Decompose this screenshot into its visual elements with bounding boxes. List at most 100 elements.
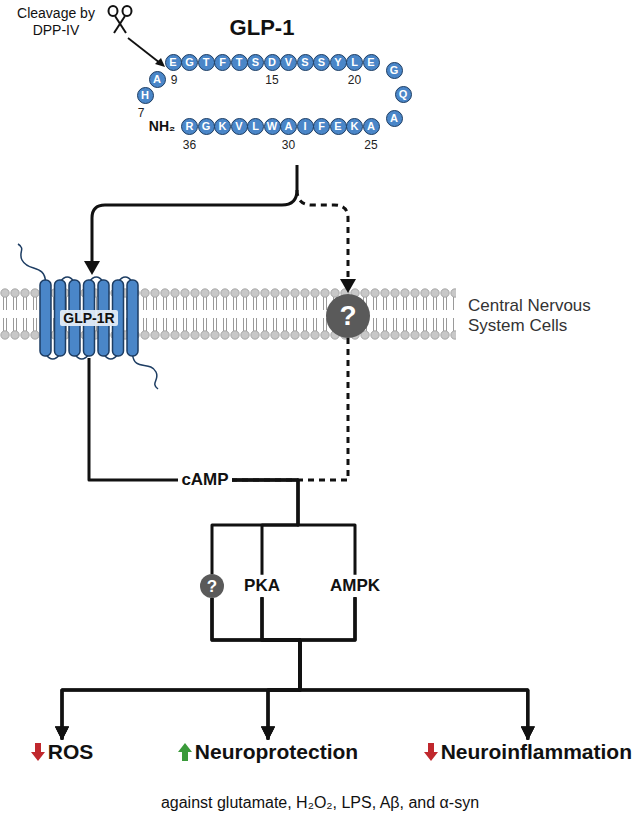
node-text: F bbox=[219, 57, 226, 68]
node-text: V bbox=[285, 57, 292, 68]
pathway-connector bbox=[89, 358, 178, 480]
pathway-connector bbox=[62, 597, 300, 739]
scissors-icon bbox=[109, 6, 132, 33]
residue-circle: S bbox=[313, 54, 330, 71]
pathway-connector bbox=[62, 598, 300, 739]
outcome: ROS bbox=[31, 739, 94, 764]
node-text: L bbox=[351, 57, 358, 68]
node-text: A bbox=[153, 74, 161, 85]
residue-number: 7 bbox=[138, 106, 145, 120]
receptor-box: GLP-1R bbox=[37, 278, 141, 358]
arrow-head bbox=[340, 279, 356, 293]
region-label: Central Nervous System Cells bbox=[468, 296, 633, 337]
cleavage-arrow bbox=[128, 38, 165, 67]
receptor-helices bbox=[40, 280, 138, 356]
node-text: A bbox=[367, 121, 375, 132]
residue-number: 36 bbox=[183, 138, 196, 152]
residue-circle: G bbox=[386, 62, 403, 79]
node-text: cAMP bbox=[181, 470, 228, 489]
node-text: T bbox=[236, 57, 243, 68]
node-text: F bbox=[318, 121, 325, 132]
pathway-connector bbox=[232, 480, 298, 575]
residue-circle: S bbox=[297, 54, 314, 71]
node-text: A bbox=[285, 121, 293, 132]
residue-number: 15 bbox=[265, 73, 278, 87]
residue-circle: F bbox=[214, 54, 231, 71]
residue-circle: H bbox=[137, 87, 154, 104]
node-text: G bbox=[390, 65, 399, 76]
pathway-connector bbox=[268, 597, 355, 739]
node-text: S bbox=[301, 57, 308, 68]
pathway-connector bbox=[232, 480, 355, 575]
node-text: ? bbox=[207, 578, 217, 595]
residue-number: 30 bbox=[282, 138, 295, 152]
kinase-label: PKA bbox=[241, 575, 283, 597]
node-text: AMPK bbox=[330, 576, 380, 595]
decrease-arrow bbox=[31, 743, 45, 761]
residue-number: 9 bbox=[171, 73, 178, 87]
node-text: Q bbox=[399, 89, 408, 100]
kinase-label: AMPK bbox=[327, 575, 383, 597]
node-text: E bbox=[367, 57, 374, 68]
pathway-connector bbox=[262, 597, 528, 739]
node-text: Neuroinflammation bbox=[441, 739, 632, 764]
residue-circle: A bbox=[363, 118, 380, 135]
node-text: GLP-1R bbox=[60, 310, 117, 326]
node-text: Neuroprotection bbox=[195, 739, 358, 764]
node-text: H bbox=[141, 90, 149, 101]
node-text: S bbox=[318, 57, 325, 68]
residue-circle: E bbox=[330, 118, 347, 135]
residue-circle: S bbox=[247, 54, 264, 71]
pathway-connector bbox=[62, 597, 355, 739]
residue-circle: Q bbox=[395, 86, 412, 103]
node-text: E bbox=[334, 121, 341, 132]
unknown-effector: ? bbox=[200, 574, 224, 598]
residue-circle: E bbox=[363, 54, 380, 71]
node-text: W bbox=[267, 121, 277, 132]
node-text: L bbox=[252, 121, 259, 132]
node-text: E bbox=[169, 57, 176, 68]
arrow-head bbox=[84, 261, 100, 275]
residue-number: 20 bbox=[348, 73, 361, 87]
terminus-label: NH₂ bbox=[149, 118, 175, 135]
node-text: G bbox=[202, 121, 211, 132]
node-text: G bbox=[185, 57, 194, 68]
residue-circle: A bbox=[386, 110, 403, 127]
peptide-name: GLP-1 bbox=[230, 15, 295, 41]
binding-arrows bbox=[92, 165, 348, 280]
pathway-connector bbox=[212, 480, 298, 574]
node-text: Y bbox=[334, 57, 341, 68]
outcome: Neuroprotection bbox=[178, 739, 358, 764]
residue-circle: V bbox=[280, 54, 297, 71]
residue-circle: E bbox=[165, 54, 182, 71]
residue-circle: R bbox=[181, 118, 198, 135]
node-text: A bbox=[390, 113, 398, 124]
residue-circle: L bbox=[247, 118, 264, 135]
caption: against glutamate, H₂O₂, LPS, Aβ, and α-… bbox=[0, 794, 640, 812]
pathway-connector bbox=[212, 598, 528, 739]
decrease-arrow bbox=[424, 743, 438, 761]
node-text: I bbox=[303, 121, 306, 132]
residue-circle: K bbox=[346, 118, 363, 135]
node-text: ROS bbox=[48, 739, 94, 764]
pathway-connector bbox=[300, 597, 528, 739]
node-text: V bbox=[235, 121, 242, 132]
residue-number: 25 bbox=[364, 138, 377, 152]
node-text: S bbox=[252, 57, 259, 68]
pathway-connector bbox=[232, 338, 348, 480]
residue-circle: W bbox=[264, 118, 281, 135]
residue-circle: G bbox=[181, 54, 198, 71]
residue-circle: K bbox=[214, 118, 231, 135]
unknown-receptor: ? bbox=[326, 294, 370, 338]
outcome: Neuroinflammation bbox=[424, 739, 632, 764]
residue-circle: A bbox=[149, 71, 166, 88]
residue-circle: V bbox=[231, 118, 248, 135]
residue-circle: T bbox=[231, 54, 248, 71]
enzyme-label: Cleavage by DPP-IV bbox=[8, 5, 104, 39]
node-text: ? bbox=[339, 302, 356, 330]
residue-circle: Y bbox=[330, 54, 347, 71]
node-text: R bbox=[186, 121, 194, 132]
node-text: K bbox=[351, 121, 359, 132]
node-text: D bbox=[268, 57, 276, 68]
